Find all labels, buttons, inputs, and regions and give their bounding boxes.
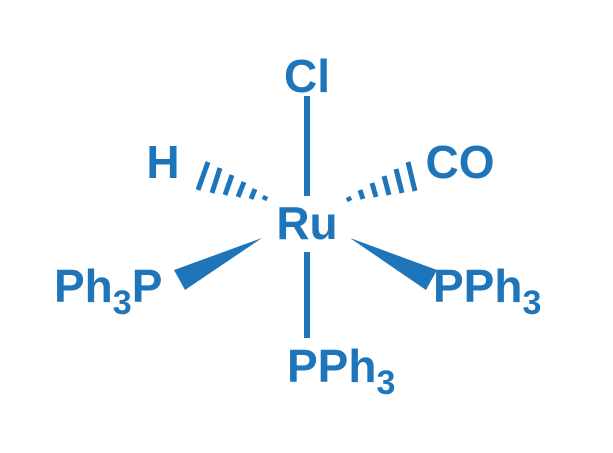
hashed-bond-ru-co (345, 161, 418, 203)
atom-cl: Cl (284, 50, 330, 102)
wedge-bond-ru-ph3p (174, 238, 262, 290)
ligand-pph3-bottom: PPh3 (287, 340, 395, 402)
atom-co: CO (426, 136, 495, 188)
hashed-bond-ru-h (195, 161, 269, 202)
wedge-bond-ru-pph3-right (350, 238, 437, 290)
ligand-pph3-right: PPh3 (433, 260, 541, 322)
ligand-ph3p: Ph3P (54, 260, 162, 322)
atom-ru: Ru (276, 197, 337, 249)
atom-h: H (146, 136, 179, 188)
